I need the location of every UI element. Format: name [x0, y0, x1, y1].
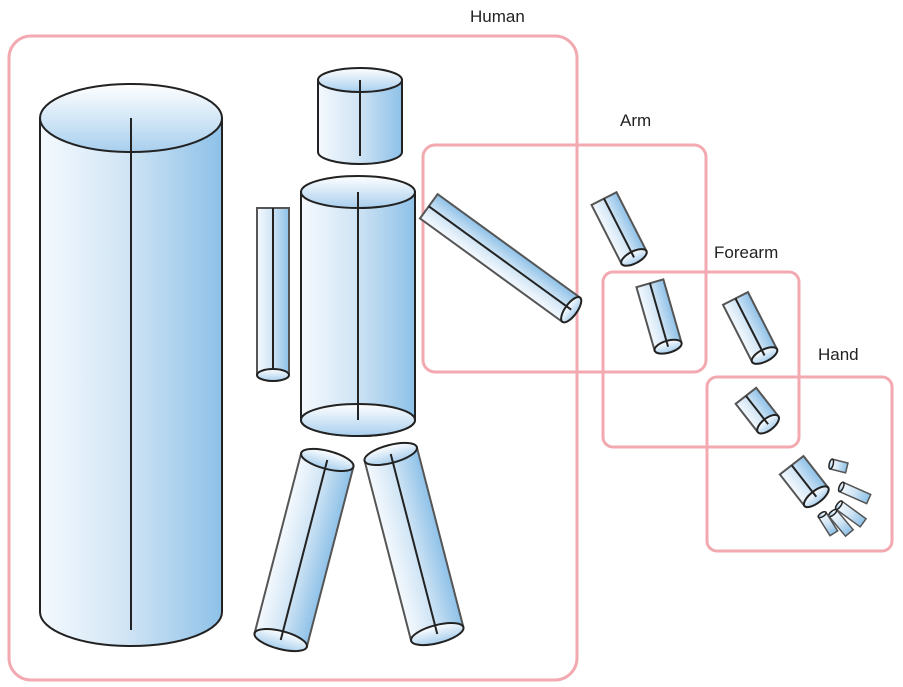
head-cylinder	[317, 67, 403, 165]
arm-cylinder-left	[256, 207, 290, 382]
hand-frame	[705, 375, 894, 553]
finger-middle	[834, 500, 868, 528]
finger-index	[837, 481, 872, 505]
forearm-cylinder-a	[635, 278, 683, 355]
forearm-label: Forearm	[714, 243, 779, 262]
hand-label: Hand	[818, 345, 859, 364]
right-leg-cylinder	[363, 441, 465, 647]
wrist-cylinder	[734, 386, 780, 435]
finger-thumb	[828, 458, 849, 474]
human-frame	[7, 34, 579, 682]
torso-cylinder	[300, 175, 416, 437]
human-label: Human	[470, 7, 525, 26]
left-leg-cylinder	[253, 447, 355, 653]
forearm-frame	[601, 270, 801, 449]
arm-frame	[421, 143, 708, 374]
large-cylinder	[39, 83, 223, 647]
forearm-cylinder-b	[721, 290, 779, 365]
palm-cylinder	[778, 454, 830, 509]
upper-arm-cylinder	[418, 192, 583, 324]
arm-label: Arm	[620, 111, 652, 130]
finger-pinky	[817, 510, 839, 537]
elbow-cylinder	[590, 190, 648, 267]
